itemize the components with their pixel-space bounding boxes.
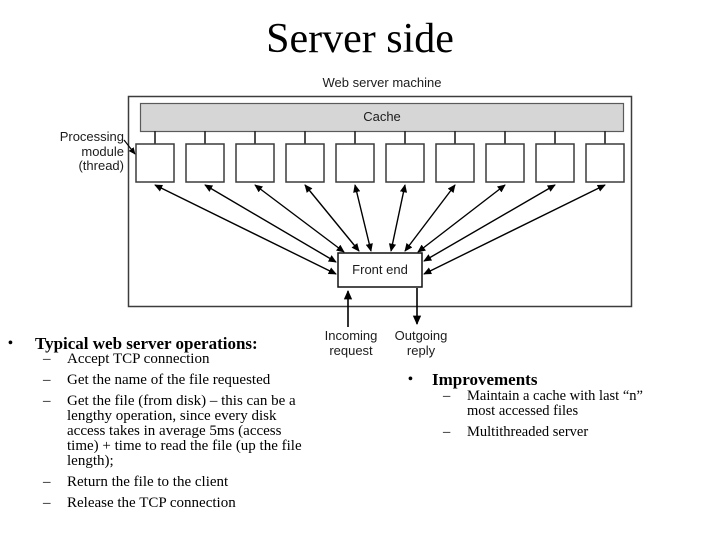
processing-module-box	[235, 143, 275, 183]
list-item: – Maintain a cache with last “n” most ac…	[443, 389, 698, 419]
cache-connector-lines	[154, 131, 606, 144]
list-item-text: Multithreaded server	[467, 424, 589, 440]
list-item-text: Release the TCP connection	[67, 495, 236, 511]
processing-module-box	[485, 143, 525, 183]
list-item: – Release the TCP connection	[43, 496, 361, 511]
module-frontend-arrow	[417, 184, 506, 253]
module-frontend-arrow	[404, 184, 456, 252]
processing-module-box	[435, 143, 475, 183]
processing-module-box	[335, 143, 375, 183]
module-frontend-arrows	[154, 184, 606, 275]
list-item-text: Get the file (from disk) – this can be a…	[67, 393, 302, 469]
module-frontend-arrow	[423, 184, 606, 275]
left-heading-text: Typical web server operations:	[35, 334, 258, 353]
cache-label: Cache	[363, 109, 401, 124]
left-column-heading: • Typical web server operations:	[8, 334, 360, 353]
front-end-label: Front end	[352, 262, 408, 277]
processing-label-arrow	[123, 139, 136, 155]
cache-box	[139, 102, 625, 133]
front-end-box	[337, 252, 423, 288]
module-frontend-arrow	[254, 184, 345, 253]
dash-marker: –	[43, 495, 51, 511]
list-item: – Get the name of the file requested	[43, 373, 361, 388]
processing-module-box	[385, 143, 425, 183]
dash-marker: –	[43, 474, 51, 490]
list-item: – Multithreaded server	[443, 425, 698, 440]
web-server-machine-label: Web server machine	[322, 75, 442, 90]
machine-box	[127, 95, 633, 308]
slide-title: Server side	[266, 16, 454, 62]
list-item-text: Accept TCP connection	[67, 351, 210, 367]
bullet-marker: •	[8, 336, 13, 351]
dash-marker: –	[443, 424, 451, 440]
module-frontend-arrow	[388, 184, 408, 252]
incoming-request-label: Incoming request	[324, 328, 378, 358]
list-item-text: Get the name of the file requested	[67, 372, 271, 388]
list-item: – Return the file to the client	[43, 475, 361, 490]
dash-marker: –	[43, 393, 51, 409]
processing-module-label: Processing module (thread)	[59, 129, 124, 173]
right-column-heading: • Improvements	[408, 370, 688, 389]
processing-module-box	[535, 143, 575, 183]
list-item: – Accept TCP connection	[43, 352, 361, 367]
module-frontend-arrow	[154, 184, 337, 275]
processing-module-boxes	[135, 143, 625, 183]
left-column-items: – Accept TCP connection – Get the name o…	[43, 352, 361, 517]
processing-module-box	[585, 143, 625, 183]
dash-marker: –	[43, 372, 51, 388]
module-frontend-arrow	[304, 184, 360, 252]
right-heading-text: Improvements	[432, 370, 538, 389]
list-item-text: Return the file to the client	[67, 474, 229, 490]
module-frontend-arrow	[353, 184, 373, 252]
right-column-items: – Maintain a cache with last “n” most ac…	[443, 389, 698, 446]
outgoing-reply-label: Outgoing reply	[394, 328, 448, 358]
processing-module-box	[285, 143, 325, 183]
list-item-text: Maintain a cache with last “n” most acce…	[467, 388, 643, 419]
processing-module-box	[185, 143, 225, 183]
dash-marker: –	[43, 351, 51, 367]
list-item: – Get the file (from disk) – this can be…	[43, 394, 361, 469]
dash-marker: –	[443, 388, 451, 404]
bullet-marker: •	[408, 372, 413, 387]
processing-module-box	[135, 143, 175, 183]
